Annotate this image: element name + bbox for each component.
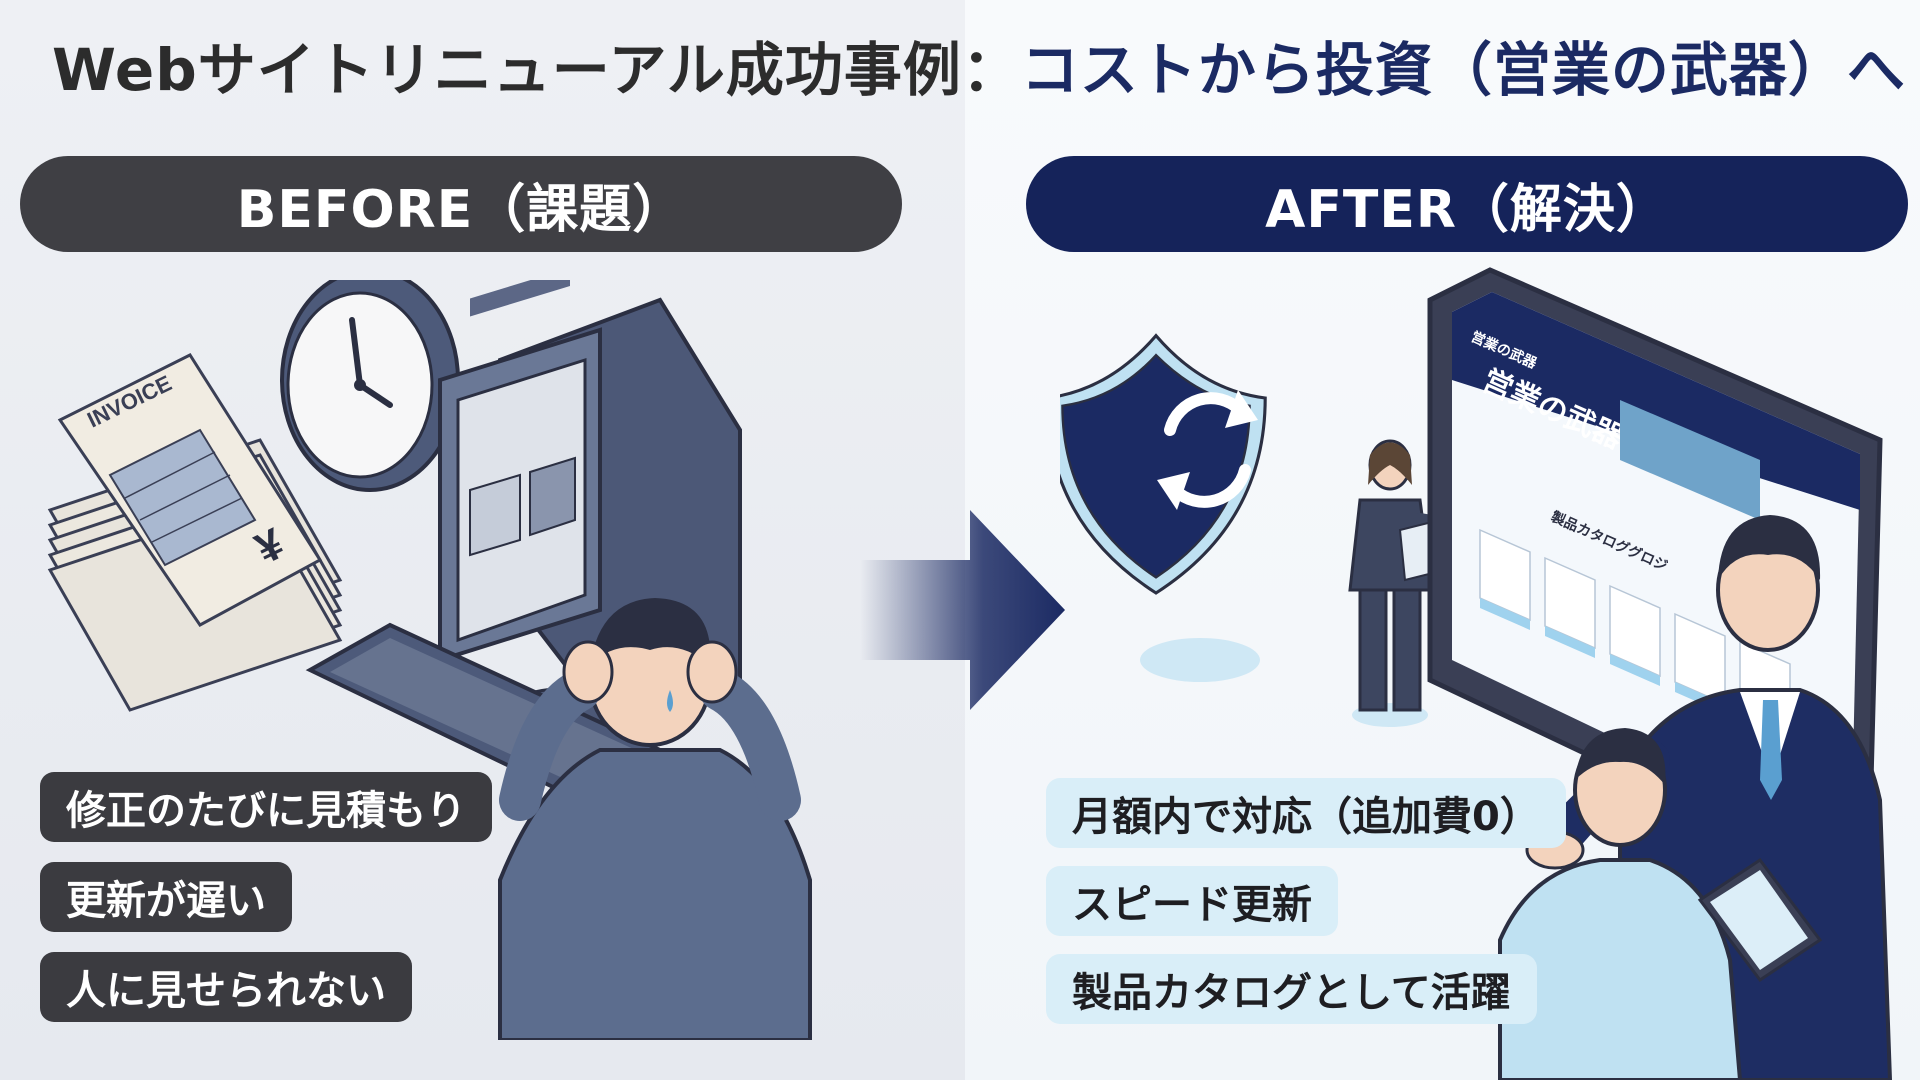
benefit-tag-catalog: 製品カタログとして活躍	[1046, 954, 1537, 1024]
issue-tag-not-presentable: 人に見せられない	[40, 952, 412, 1022]
issue-tag-estimate: 修正のたびに見積もり	[40, 772, 492, 842]
page-title: Webサイトリニューアル成功事例：コストから投資（営業の武器）へ	[52, 30, 1905, 110]
shield-refresh-icon	[1060, 333, 1267, 682]
before-illustration: INVOICE ¥	[47, 280, 812, 1040]
transition-arrow	[860, 510, 1065, 710]
title-part-cost: Webサイトリニューアル成功事例：	[52, 36, 1021, 104]
presenter-woman	[1348, 439, 1487, 727]
after-header: AFTER（解決）	[1026, 156, 1908, 252]
issue-tag-slow-update: 更新が遅い	[40, 862, 292, 932]
invoice-document: INVOICE ¥	[57, 353, 323, 627]
clock-icon	[280, 280, 460, 492]
title-part-investment: コストから投資（営業の武器）へ	[1020, 36, 1906, 104]
stressed-person	[498, 598, 812, 1040]
benefit-tag-monthly: 月額内で対応（追加費0）	[1046, 778, 1566, 848]
benefit-tag-speed: スピード更新	[1046, 866, 1338, 936]
client-person	[1498, 728, 1823, 1080]
before-header: BEFORE（課題）	[20, 156, 902, 252]
after-illustration: 営業の武器 営業の武器 製品カタロググロジ	[1060, 267, 1893, 1080]
